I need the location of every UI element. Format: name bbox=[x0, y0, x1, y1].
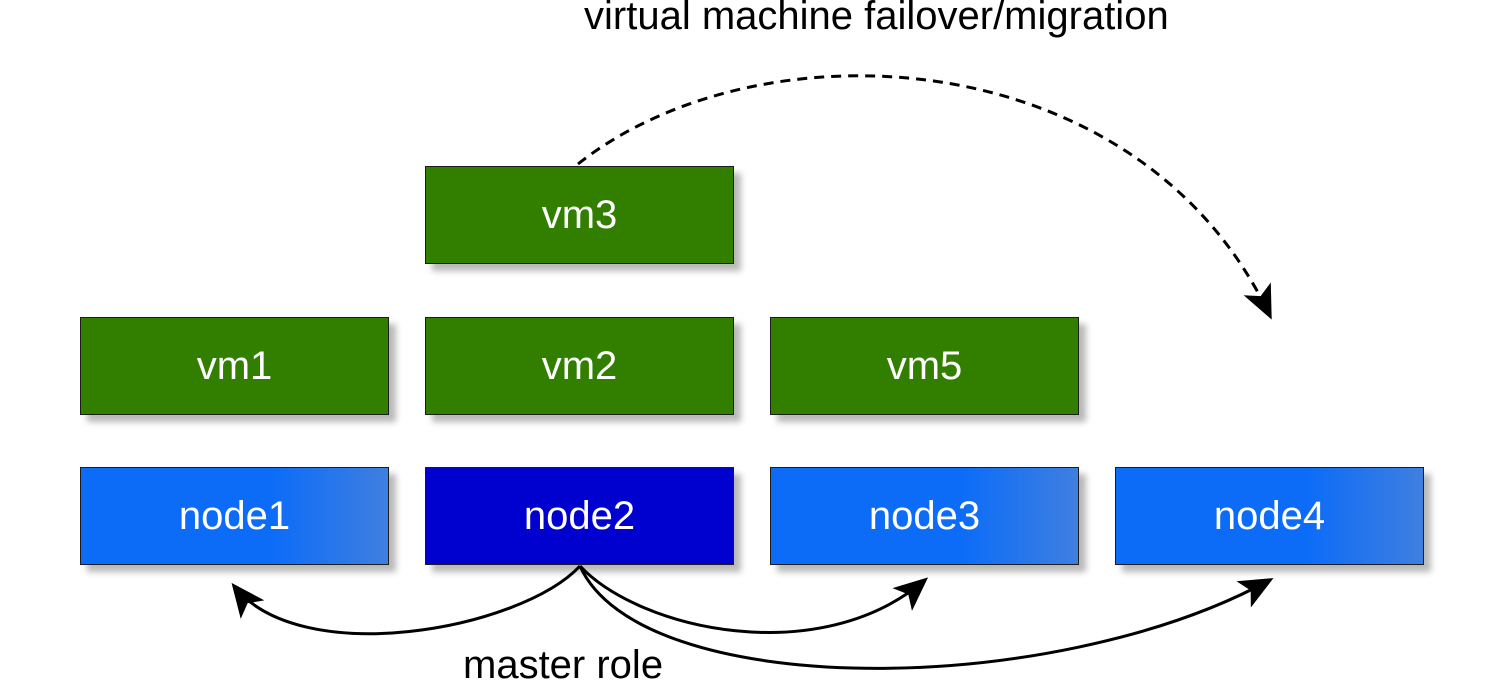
node-box-node3[interactable]: node3 bbox=[770, 467, 1079, 565]
node-box-node4[interactable]: node4 bbox=[1115, 467, 1424, 565]
master-edge-node2-node3 bbox=[578, 564, 929, 634]
vm-box-vm5[interactable]: vm5 bbox=[770, 317, 1079, 415]
node-box-node2[interactable]: node2 bbox=[425, 467, 734, 565]
migration-label: virtual machine failover/migration bbox=[584, 0, 1169, 38]
master-role-label: master role bbox=[463, 643, 664, 687]
migration-edge-vm3-node4 bbox=[577, 74, 1272, 320]
node-box-node1[interactable]: node1 bbox=[80, 467, 389, 565]
vm-box-vm1[interactable]: vm1 bbox=[80, 317, 389, 415]
master-edge-node2-node4 bbox=[578, 565, 1274, 670]
vm-box-vm3[interactable]: vm3 bbox=[425, 166, 734, 264]
master-edge-node2-node1 bbox=[231, 564, 582, 636]
vm-box-vm2[interactable]: vm2 bbox=[425, 317, 734, 415]
